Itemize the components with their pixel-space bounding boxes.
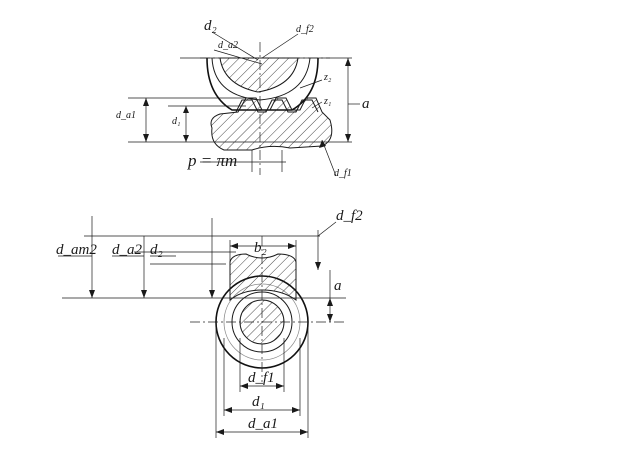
arrow-dam2-down (89, 290, 95, 298)
label-da2-top: d_a2 (218, 40, 238, 51)
label-da2-bottom: d_a2 (112, 242, 143, 258)
arrow-da1-down (143, 134, 149, 142)
arrow-da1-up (143, 98, 149, 106)
label-b2: b₂ (254, 240, 267, 256)
arrow-a-bottom-down (327, 314, 333, 322)
label-z1: z₁ (323, 96, 331, 107)
arrow-d1-up (183, 106, 189, 113)
top-view: d₂ d_f2 d_a2 z₂ z₁ a d_a1 d₁ p = πm d_f1 (116, 18, 370, 179)
label-a-top: a (362, 96, 370, 112)
label-df2-bottom: d_f2 (336, 208, 363, 224)
label-d1-top: d₁ (172, 116, 180, 127)
leader-df2-top (261, 33, 299, 59)
arrow-a-top-up (345, 58, 351, 66)
arrow-d1-b-left (224, 407, 232, 413)
leader-d2-top (211, 31, 259, 61)
label-d1-bottom: d₁ (252, 394, 265, 410)
label-dam2: d_am2 (56, 242, 97, 258)
arrow-d2-down (209, 290, 215, 298)
label-df1-top: d_f1 (334, 168, 352, 179)
leader-z1 (311, 101, 323, 109)
worm-body-section (210, 97, 333, 151)
label-da1-bottom: d_a1 (248, 416, 278, 432)
arrow-da1-b-left (216, 429, 224, 435)
wheel-rim-section (229, 253, 297, 302)
label-pitch: p = πm (187, 151, 237, 170)
arrow-a-bottom-up (327, 298, 333, 306)
arrow-df1-b-left (240, 383, 248, 389)
wheel-hub-section (219, 57, 299, 93)
label-df2-top: d_f2 (296, 24, 314, 35)
arrow-df1-b-right (276, 383, 284, 389)
leader-z2 (299, 79, 323, 89)
arrow-df2-down (315, 262, 321, 270)
arrow-d1-b-right (292, 407, 300, 413)
arrow-b2-left (230, 243, 238, 249)
bottom-view: d_f2 b₂ d_am2 d_a2 d₂ a d_f1 d₁ d_a1 (56, 208, 363, 438)
label-d2-bottom: d₂ (150, 242, 163, 258)
leader-df2-bottom (317, 221, 337, 237)
wheel-teeth-profile (235, 99, 319, 113)
arrow-a-top-down (345, 134, 351, 142)
arrow-da2-down (141, 290, 147, 298)
label-z2: z₂ (323, 72, 332, 83)
label-df1-bottom: d_f1 (248, 370, 275, 386)
leader-da2-top (213, 49, 263, 65)
arrow-b2-right (288, 243, 296, 249)
label-d2-top: d₂ (204, 18, 217, 34)
label-a-bottom: a (334, 278, 342, 294)
arrow-df1 (319, 140, 326, 148)
label-da1-top: d_a1 (116, 110, 136, 121)
arrow-d1-down (183, 135, 189, 142)
arrow-da1-b-right (300, 429, 308, 435)
